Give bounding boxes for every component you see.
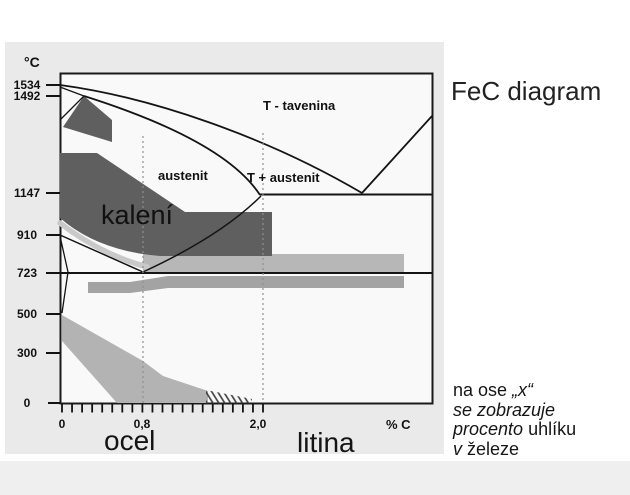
y-axis-unit-label: °C [24, 54, 40, 70]
acm-line [142, 195, 262, 273]
y-tick-label-1492: 1492 [13, 89, 41, 103]
peritectic-lines [59, 86, 86, 121]
y-tick-label-910: 910 [16, 228, 38, 242]
liquidus-left-line [59, 84, 363, 194]
annotation-line-4: v železe [453, 438, 520, 459]
x-tick-label-2-0: 2,0 [249, 417, 267, 431]
light-band-above-723 [143, 254, 404, 272]
material-label-cast-iron: litina [297, 427, 355, 458]
x-axis-annotation: na ose „x“ se zobrazuje procento uhlíku … [453, 380, 577, 459]
y-tick-label-500: 500 [16, 307, 38, 321]
band-below-723 [88, 276, 404, 293]
page-title: FeC diagram [451, 76, 602, 106]
y-tick-label-1534: 1534 [13, 78, 41, 92]
y-tick-label-0: 0 [23, 396, 31, 410]
a3-gs-line [59, 234, 144, 273]
liquidus-right-line [361, 115, 433, 194]
y-tick-label-1147: 1147 [13, 186, 41, 200]
region-label-austenite: austenit [158, 168, 208, 183]
annotation-line-1: na ose „x“ [453, 380, 534, 400]
y-tick-label-723: 723 [16, 266, 38, 280]
material-label-steel: ocel [104, 425, 156, 456]
lower-band [62, 315, 208, 403]
bottom-strip [0, 461, 630, 495]
x-tick-label-0-8: 0,8 [133, 417, 151, 431]
annotation-line-3: procento uhlíku [453, 419, 577, 439]
x-axis-ticks [61, 404, 264, 413]
region-label-hardening: kalení [101, 200, 174, 230]
annotation-line-2: se zobrazuje [453, 399, 556, 420]
sliver-band [57, 220, 150, 270]
y-tick-label-300: 300 [16, 346, 38, 360]
hatched-band-end [206, 390, 252, 404]
x-axis-unit-label: % C [386, 417, 411, 432]
delta-dark-region [63, 96, 112, 142]
solidus-line [83, 95, 261, 196]
region-label-liquid-austenite: T + austenit [247, 170, 320, 185]
y-axis-ticks [46, 84, 60, 404]
region-label-liquid: T - tavenina [263, 98, 336, 113]
x-tick-label-0: 0 [58, 417, 66, 431]
